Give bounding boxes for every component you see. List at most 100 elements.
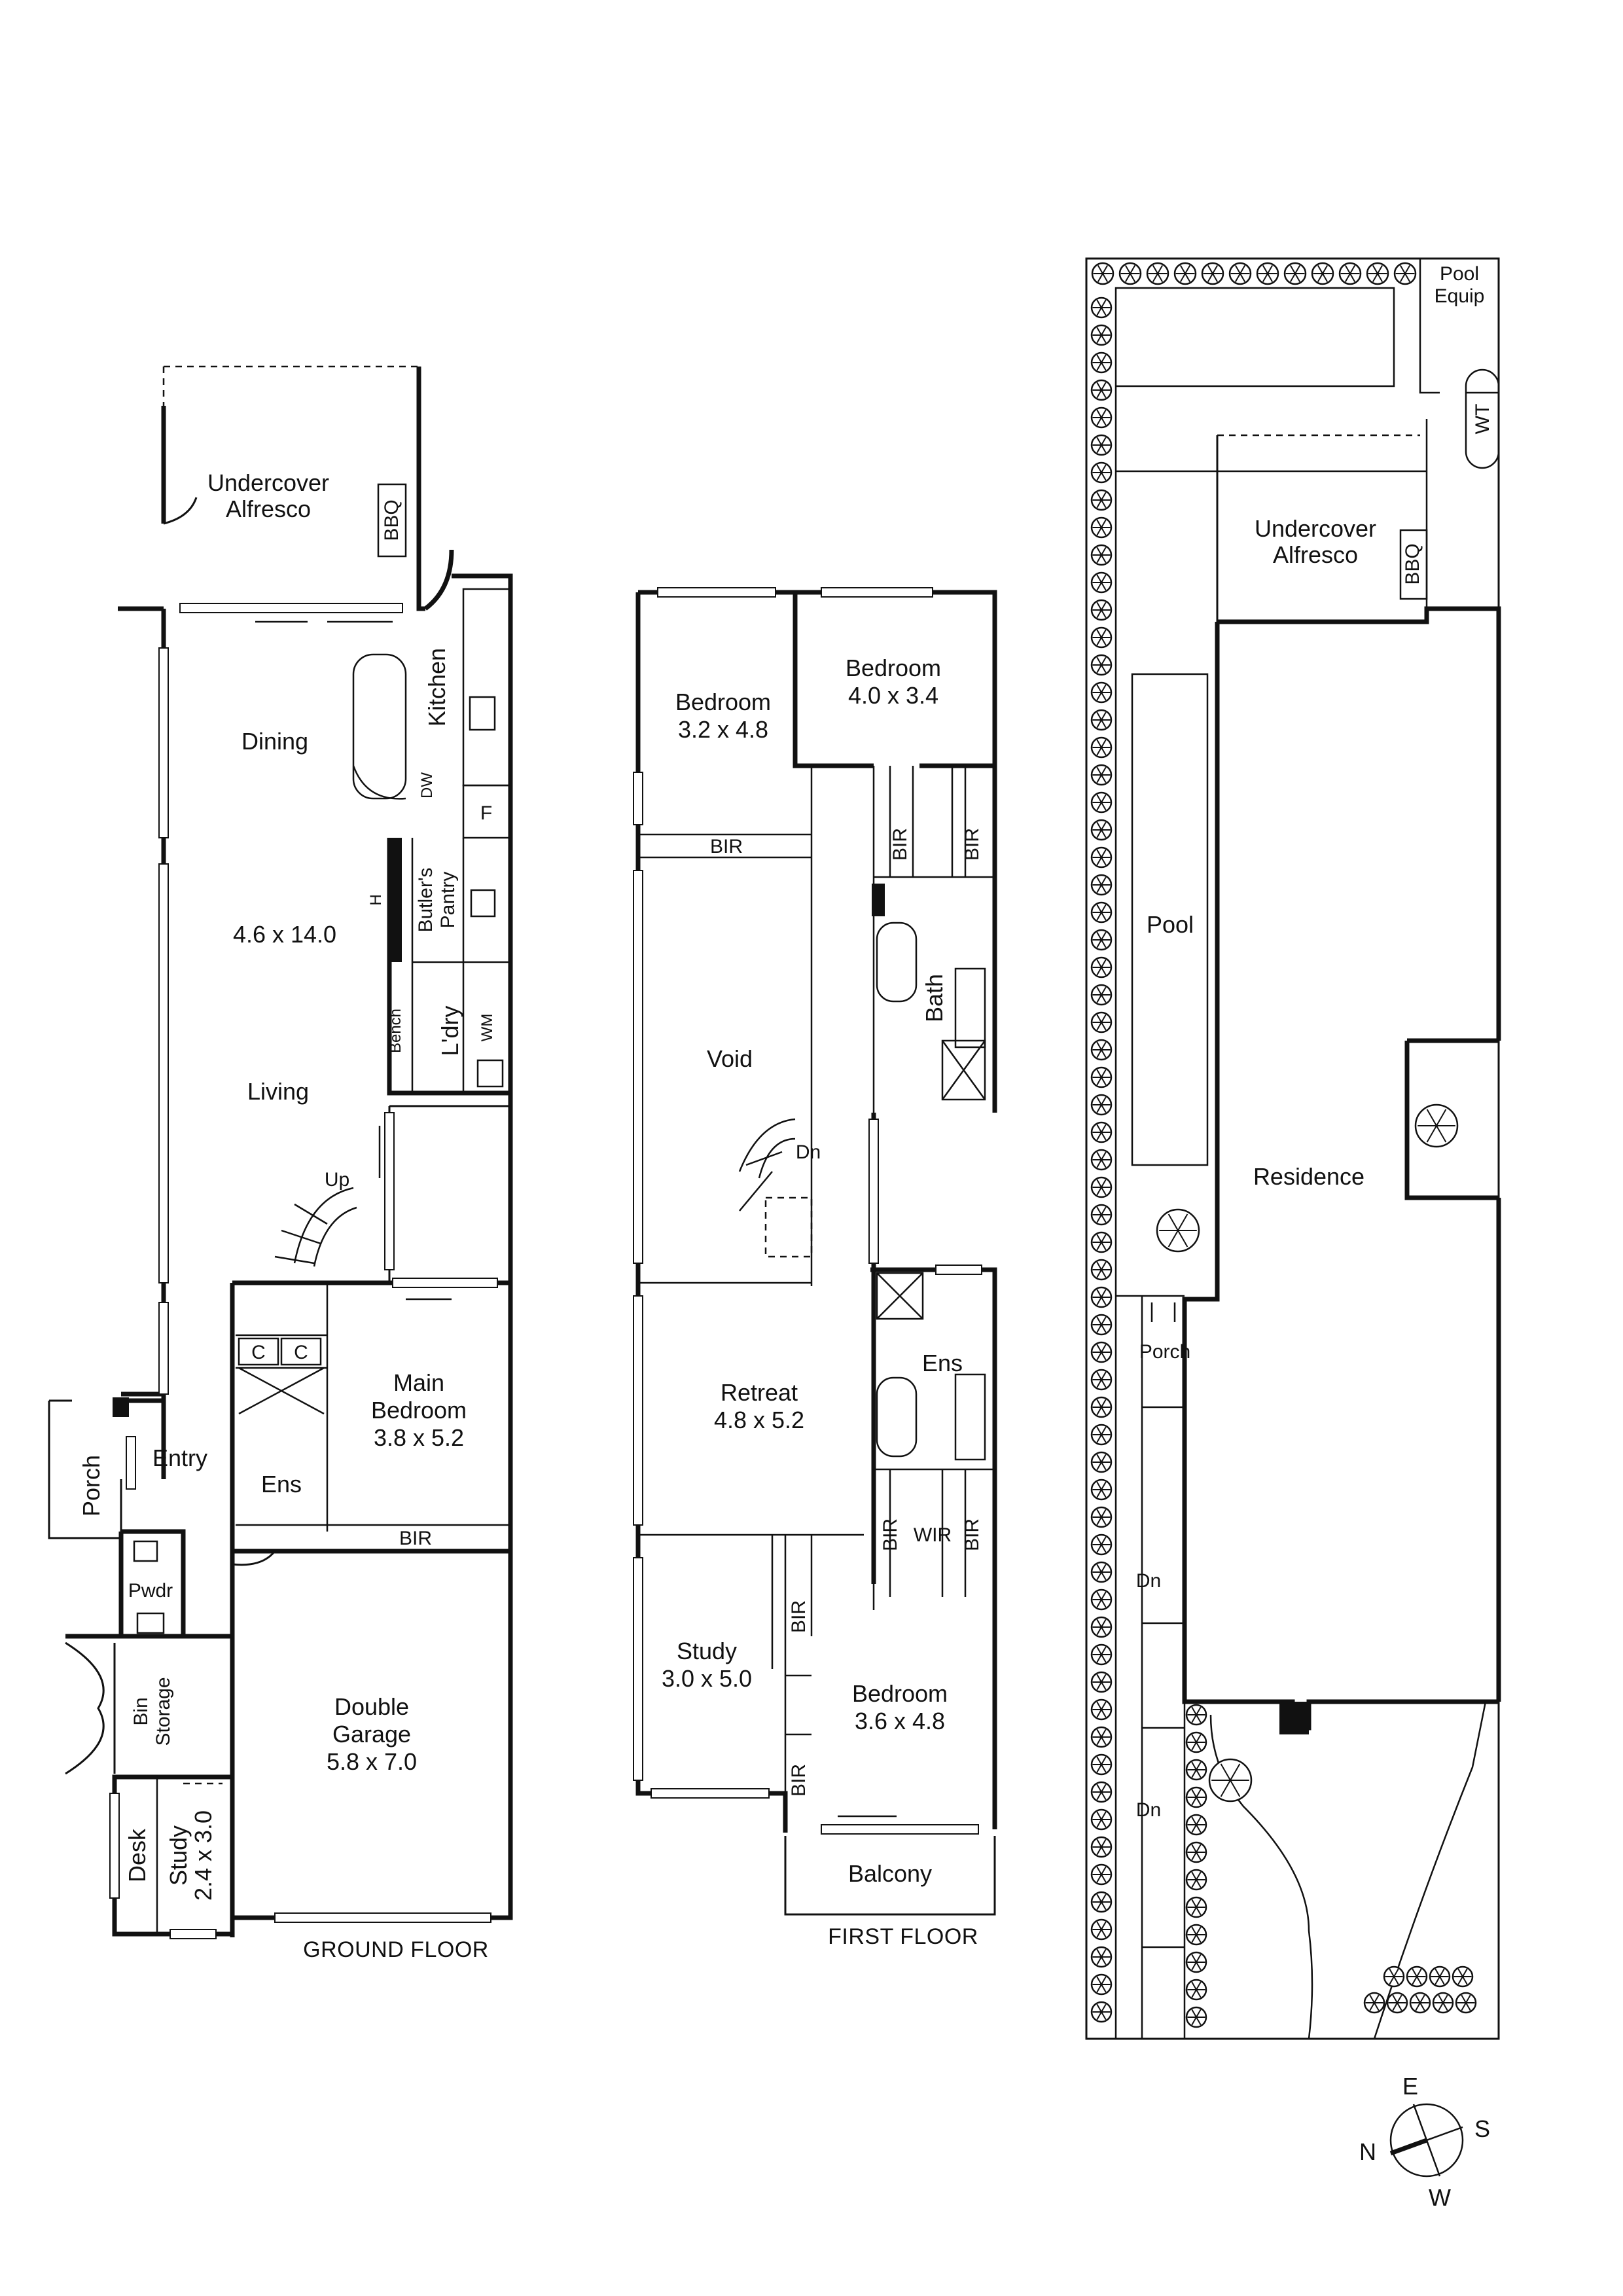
site-pool-equip-line-1: Pool: [1440, 263, 1479, 285]
shrub-symbol: [1090, 1946, 1113, 1968]
gf-closet-c1-label: C: [251, 1342, 266, 1363]
gf-study-line-1: Study: [165, 1825, 192, 1886]
shrub-symbol: [1185, 1951, 1207, 1973]
shrub-symbol: [1090, 1314, 1113, 1336]
gf-closet-c2-label: C: [294, 1342, 308, 1363]
site-alfresco-line-2: Alfresco: [1273, 541, 1358, 568]
ff-retreat-line-2: 4.8 x 5.2: [714, 1407, 804, 1433]
compass-rose: N E S W: [1359, 2073, 1490, 2211]
shrub-symbol: [1090, 1341, 1113, 1363]
shrub-symbol: [1185, 1841, 1207, 1863]
shrub-symbol: [1090, 571, 1113, 594]
shrub-symbol: [1090, 626, 1113, 649]
gf-garage-line-2: Garage: [332, 1721, 411, 1748]
pool-outline: [1131, 673, 1209, 1166]
gf-living-dims-label: 4.6 x 14.0: [233, 921, 336, 948]
shrub-symbol: [1090, 1643, 1113, 1666]
shrub-symbol: [1090, 461, 1113, 484]
shrub-symbol: [1146, 262, 1169, 285]
shrub-symbol: [1185, 1759, 1207, 1781]
shrub-symbol: [1338, 262, 1362, 285]
site-wt-label: WT: [1472, 404, 1493, 435]
shrub-symbol: [1393, 262, 1417, 285]
ff-bed-c-line-1: Bedroom: [852, 1680, 948, 1707]
site-porch-label: Porch: [1139, 1341, 1190, 1363]
shrub-symbol: [1090, 1424, 1113, 1446]
shrub-symbol: [1090, 599, 1113, 621]
shrub-symbol: [1090, 929, 1113, 951]
gf-porch-label: Porch: [78, 1455, 105, 1516]
compass-w-label: W: [1429, 2184, 1451, 2211]
shrub-symbol: [1185, 1896, 1207, 1918]
shrub-symbol: [1090, 1836, 1113, 1858]
ff-balcony-label: Balcony: [848, 1860, 932, 1887]
shrub-symbol: [1091, 262, 1115, 285]
shrub-symbol: [1173, 262, 1197, 285]
ff-bed-c-line-2: 3.6 x 4.8: [855, 1708, 945, 1734]
shrub-symbol: [1090, 1121, 1113, 1143]
water-tank: [1465, 368, 1500, 469]
shrub-symbol: [1185, 1924, 1207, 1946]
shrub-symbol: [1185, 1704, 1207, 1726]
shrub-symbol: [1208, 1758, 1253, 1803]
ff-study-line-2: 3.0 x 5.0: [662, 1665, 752, 1692]
shrub-symbol: [1090, 681, 1113, 704]
gf-pantry-line-1: Butler's: [415, 867, 437, 932]
shrub-symbol: [1090, 1451, 1113, 1473]
shrub-symbol: [1090, 1918, 1113, 1941]
shrub-symbol: [1311, 262, 1334, 285]
shrub-symbol: [1090, 764, 1113, 786]
shrub-symbol: [1118, 262, 1142, 285]
gf-bin-storage-label: BinStorage: [130, 1677, 174, 1746]
gf-heater-label: H: [367, 894, 385, 905]
gf-butlers-pantry-label: Butler'sPantry: [415, 867, 459, 932]
site-pool-label: Pool: [1147, 911, 1194, 938]
ff-bath-label: Bath: [921, 974, 948, 1022]
shrub-symbol: [1090, 874, 1113, 896]
gf-main-bed-line-1: Main: [393, 1369, 444, 1396]
shrub-symbol: [1090, 1561, 1113, 1583]
ff-void-label: Void: [707, 1045, 753, 1072]
shrub-symbol: [1090, 1891, 1113, 1913]
compass-n-label: N: [1359, 2138, 1376, 2165]
gf-dining-label: Dining: [241, 728, 308, 755]
gf-wm-label: WM: [478, 1014, 496, 1042]
site-plan: [1085, 257, 1501, 2040]
shrub-symbol: [1256, 262, 1279, 285]
shrub-symbol: [1090, 1506, 1113, 1528]
shrub-symbol: [1090, 2001, 1113, 2023]
shrub-symbol: [1452, 1965, 1474, 1988]
ff-dn-label: Dn: [796, 1141, 821, 1163]
shrub-symbol: [1409, 1992, 1431, 2014]
shrub-symbol: [1090, 1204, 1113, 1226]
gf-entry-label: Entry: [152, 1444, 207, 1471]
shrub-symbol: [1090, 819, 1113, 841]
shrub-symbol: [1185, 2006, 1207, 2028]
gf-pwdr-label: Pwdr: [128, 1580, 173, 1602]
shrub-symbol: [1090, 1671, 1113, 1693]
gf-main-bed-line-2: Bedroom: [371, 1397, 467, 1424]
shrub-symbol: [1386, 1992, 1408, 2014]
shrub-symbol: [1090, 1616, 1113, 1638]
shrub-symbol: [1090, 1808, 1113, 1831]
shrub-symbol: [1090, 434, 1113, 456]
shrub-symbol: [1090, 1149, 1113, 1171]
shrub-symbol: [1090, 736, 1113, 759]
ff-bir-b-label: BIR: [889, 828, 911, 861]
shrub-symbol: [1090, 654, 1113, 676]
ff-ens-label: Ens: [922, 1350, 963, 1376]
shrub-symbol: [1455, 1992, 1477, 2014]
ff-bir-g-label: BIR: [788, 1764, 810, 1797]
shrub-symbol: [1090, 1863, 1113, 1886]
shrub-symbol: [1185, 1869, 1207, 1891]
shrub-symbol: [1090, 1973, 1113, 1996]
